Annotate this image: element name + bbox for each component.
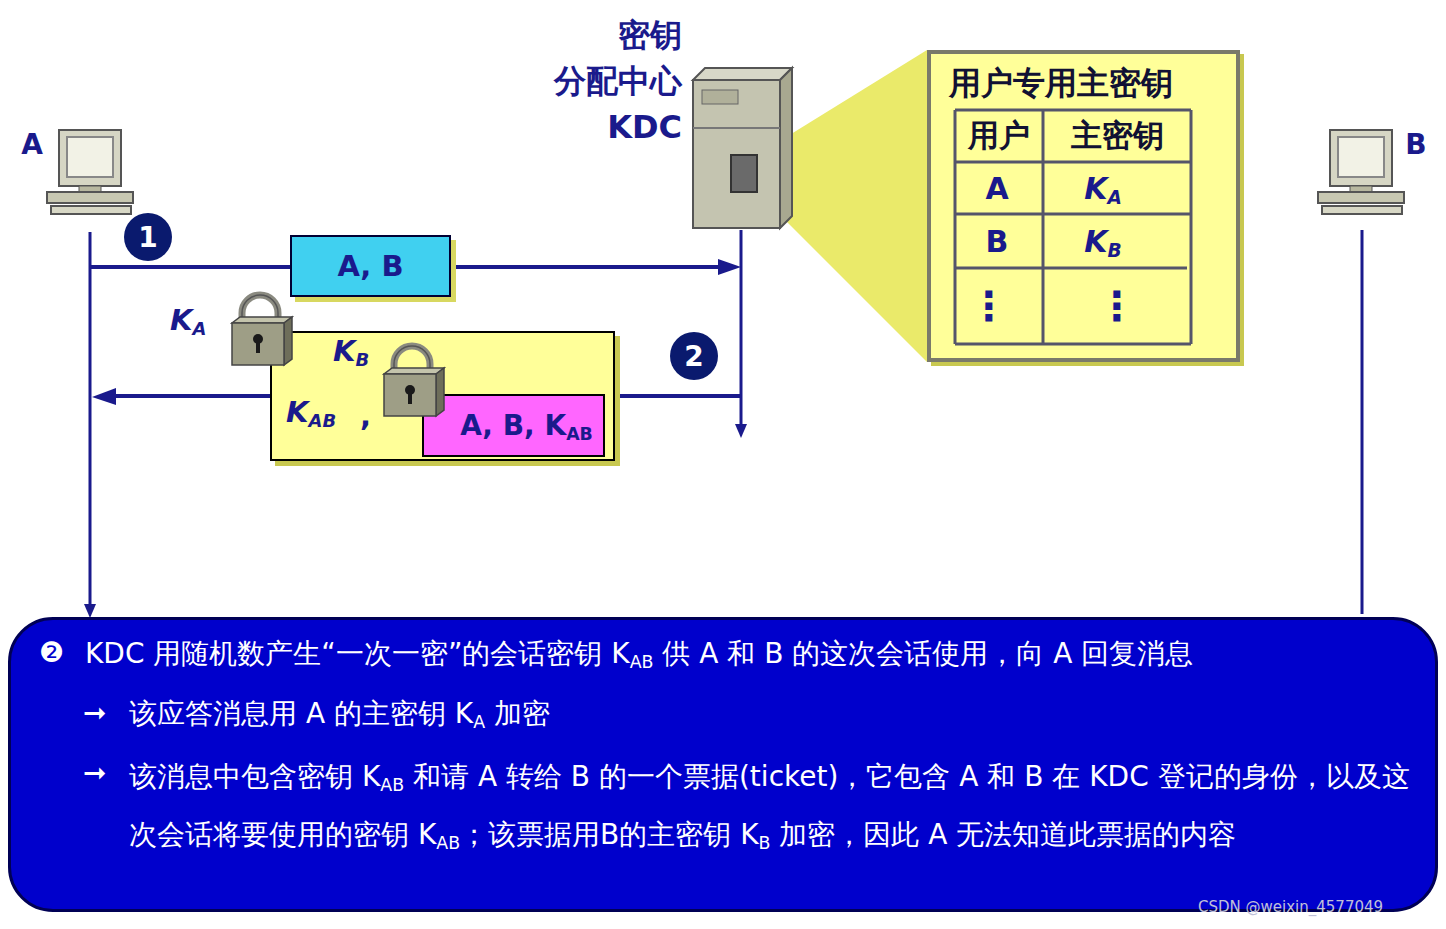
node-text: A, B, KAB <box>460 409 593 442</box>
node-text: 用户专用主密钥 <box>949 62 1173 106</box>
node-text: KDC 用随机数产生“一次一密”的会话密钥 KAB 供 A 和 B 的这次会话使… <box>85 634 1415 674</box>
lock-icon <box>384 346 444 416</box>
table-ellipsis: ⋮ <box>1097 283 1137 329</box>
explanation-bubble: ❷ KDC 用随机数产生“一次一密”的会话密钥 KAB 供 A 和 B 的这次会话… <box>8 617 1438 912</box>
message-box: KAB, A, B, KAB <box>270 331 615 461</box>
kdc-label: 密钥 分配中心 KDC <box>500 12 682 150</box>
table-header: 主密钥 <box>1071 115 1164 157</box>
key-label: KB <box>333 334 369 368</box>
table-cell: KA <box>1084 171 1122 206</box>
computer-node: A <box>14 128 50 172</box>
message-box: A, B <box>290 235 451 297</box>
lock-icon <box>232 295 292 365</box>
table-cell: KB <box>1084 224 1121 259</box>
key-table-panel: 用户专用主密钥用户主密钥 A KA B KB ⋮ ⋮ <box>927 50 1240 362</box>
node-text: ❷ <box>39 636 64 669</box>
node-text: B <box>1398 128 1434 161</box>
table-cell: B <box>986 224 1009 259</box>
zoom-beam <box>757 50 927 362</box>
ticket-box: A, B, KAB <box>422 394 605 457</box>
server-icon <box>693 68 792 228</box>
callout-number: 1 <box>138 221 157 254</box>
node-text: A, B <box>337 249 403 283</box>
table-ellipsis: ⋮ <box>969 283 1009 329</box>
node-text: 该应答消息用 A 的主密钥 KA 加密 <box>129 694 1409 734</box>
callout-number: 2 <box>684 340 703 373</box>
node-text: ➞ <box>83 756 106 789</box>
watermark: CSDN @weixin_4577049 <box>1198 898 1383 916</box>
table-cell: A <box>985 171 1008 206</box>
computer-icon <box>47 130 133 214</box>
node-text: 该消息中包含密钥 KAB 和请 A 转给 B 的一个票据(ticket)，它包含… <box>129 748 1419 864</box>
computer-icon <box>1318 130 1404 214</box>
node-text: , <box>360 399 371 433</box>
callout-circle <box>124 213 172 261</box>
node-text: A <box>14 128 50 161</box>
node-text: ➞ <box>83 696 106 729</box>
node-text: KAB <box>286 395 336 429</box>
node-text: 密钥 分配中心 KDC <box>500 12 682 150</box>
computer-node: B <box>1398 128 1434 172</box>
callout-circle <box>670 332 718 380</box>
key-label: KA <box>170 303 206 337</box>
table-header: 用户 <box>968 115 1030 157</box>
